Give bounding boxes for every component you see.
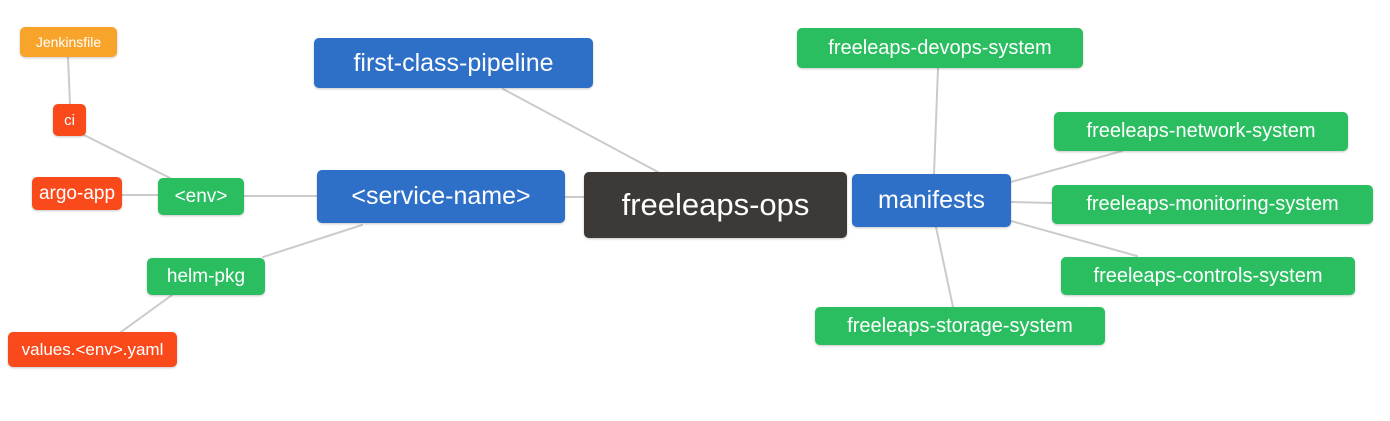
node-freeleaps-ops[interactable]: freeleaps-ops bbox=[584, 172, 847, 238]
node-manifests[interactable]: manifests bbox=[852, 174, 1011, 227]
edge-manifests-controls bbox=[1010, 220, 1138, 257]
edge-ci-env bbox=[81, 133, 171, 179]
edge-manifests-storage bbox=[935, 226, 954, 308]
node-env[interactable]: <env> bbox=[158, 178, 244, 215]
node-freeleaps-controls-system[interactable]: freeleaps-controls-system bbox=[1061, 257, 1355, 295]
edge-helm-pkg-values bbox=[120, 294, 173, 333]
node-ci[interactable]: ci bbox=[53, 104, 86, 136]
node-freeleaps-network-system[interactable]: freeleaps-network-system bbox=[1054, 112, 1348, 151]
node-service-name[interactable]: <service-name> bbox=[317, 170, 565, 223]
node-values-env-yaml[interactable]: values.<env>.yaml bbox=[8, 332, 177, 367]
node-freeleaps-devops-system[interactable]: freeleaps-devops-system bbox=[797, 28, 1083, 68]
edge-pipeline-freeleaps-ops bbox=[502, 88, 659, 173]
node-argo-app[interactable]: argo-app bbox=[32, 177, 122, 210]
edge-manifests-devops bbox=[933, 67, 939, 175]
node-first-class-pipeline[interactable]: first-class-pipeline bbox=[314, 38, 593, 88]
edge-jenkinsfile-ci bbox=[67, 56, 71, 105]
edge-manifests-monitoring bbox=[1010, 201, 1053, 204]
node-freeleaps-storage-system[interactable]: freeleaps-storage-system bbox=[815, 307, 1105, 345]
edge-manifests-network bbox=[1010, 150, 1123, 183]
edge-service-name-helm-pkg bbox=[262, 224, 363, 258]
node-freeleaps-monitoring-system[interactable]: freeleaps-monitoring-system bbox=[1052, 185, 1373, 224]
node-helm-pkg[interactable]: helm-pkg bbox=[147, 258, 265, 295]
node-jenkinsfile[interactable]: Jenkinsfile bbox=[20, 27, 117, 57]
